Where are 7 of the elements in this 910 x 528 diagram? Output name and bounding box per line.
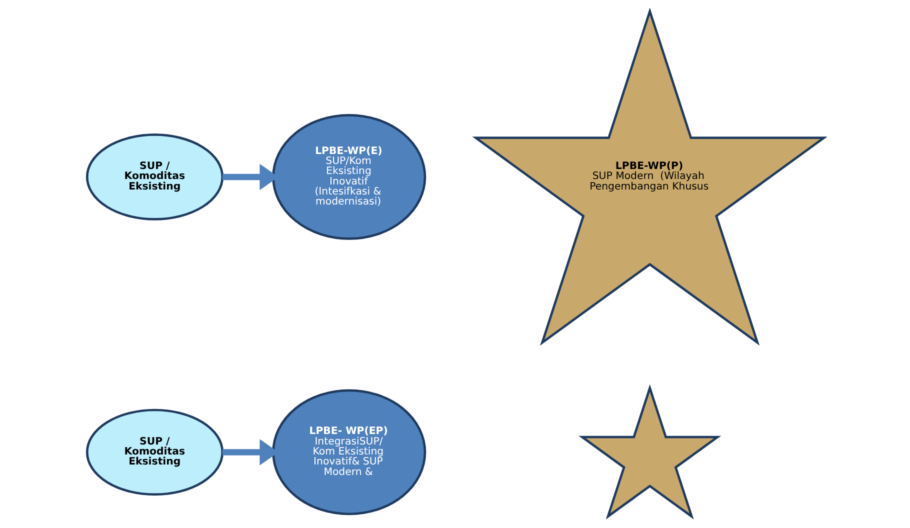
node-ellipse: SUP / Komoditas Eksisting	[85, 134, 224, 220]
node-ellipse: SUP / Komoditas Eksisting	[85, 408, 224, 496]
arrow	[222, 439, 278, 466]
node-ellipse: LPBE-WP(E) SUP/Kom Eksisting Inovatif (Intesifkasi & modernisasi)	[272, 114, 426, 240]
arrow	[222, 164, 278, 190]
node-star	[578, 384, 721, 520]
node-ellipse: LPBE- WP(EP) IntegrasiSUP/ Kom Eksisting Inovatif& SUP Modern &	[272, 389, 426, 516]
